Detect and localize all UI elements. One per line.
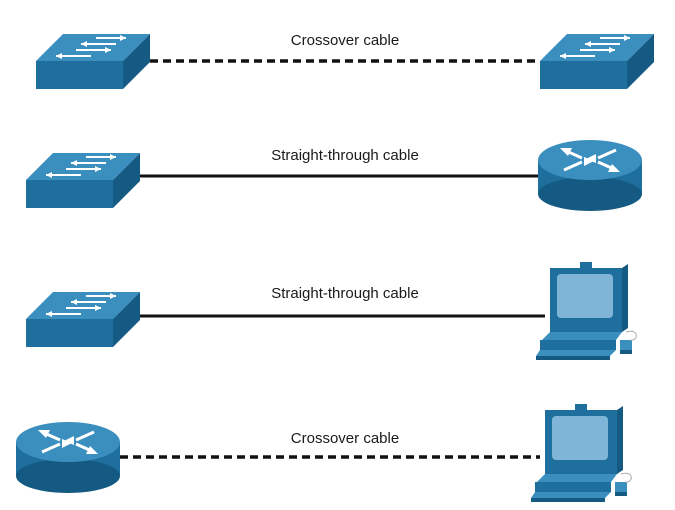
switch-icon <box>26 292 140 347</box>
switch-icon <box>26 153 140 208</box>
row-3: Straight-through cable <box>26 262 637 360</box>
cable-label-3: Straight-through cable <box>271 285 419 302</box>
pc-icon <box>531 404 632 502</box>
row-4: Crossover cable <box>16 404 632 502</box>
cable-label-2: Straight-through cable <box>271 147 419 164</box>
router-icon <box>538 140 642 211</box>
pc-icon <box>536 262 637 360</box>
row-2: Straight-through cable <box>26 140 642 211</box>
router-icon <box>16 422 120 493</box>
row-1: Crossover cable <box>36 32 654 89</box>
switch-icon <box>36 34 150 89</box>
switch-icon <box>540 34 654 89</box>
cable-label-4: Crossover cable <box>291 430 399 447</box>
cable-label-1: Crossover cable <box>291 32 399 49</box>
